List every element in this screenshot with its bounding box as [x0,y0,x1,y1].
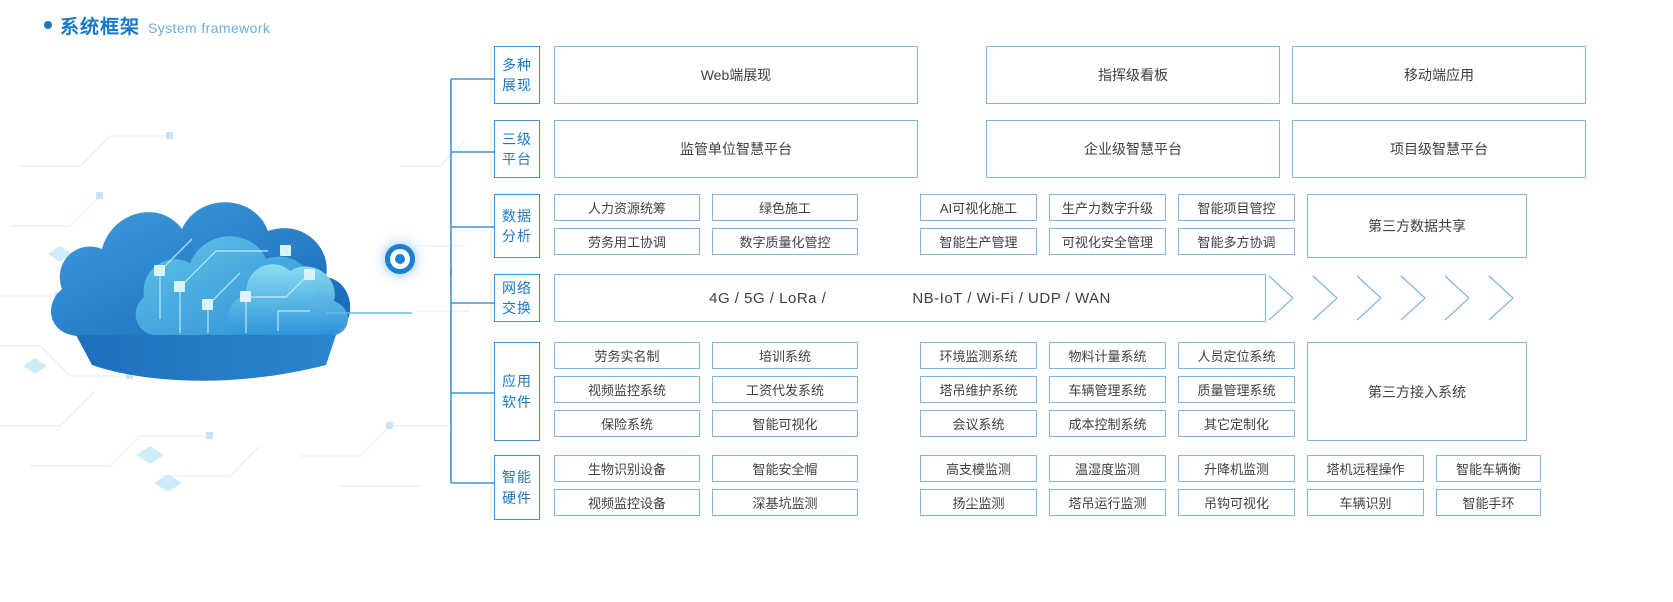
row-label-line1: 三级 [502,130,532,147]
cell-smart-helmet[interactable]: 智能安全帽 [712,455,858,482]
cell-personnel-positioning[interactable]: 人员定位系统 [1178,342,1295,369]
network-node-icon [385,244,415,274]
cell-meeting-system[interactable]: 会议系统 [920,410,1037,437]
cell-environment-monitoring[interactable]: 环境监测系统 [920,342,1037,369]
row-body-presentation: Web端展现 指挥级看板 移动端应用 [554,46,1586,104]
box-third-party-data-sharing[interactable]: 第三方数据共享 [1307,194,1527,258]
row-label-line1: 网络 [502,279,532,296]
cell-insurance-system[interactable]: 保险系统 [554,410,700,437]
cell-hoist-monitoring[interactable]: 升降机监测 [1178,455,1295,482]
row-label-line2: 交换 [502,300,532,316]
cell-smart-weighbridge[interactable]: 智能车辆衡 [1436,455,1541,482]
cell-tower-remote-operation[interactable]: 塔机远程操作 [1307,455,1424,482]
page-header: 系统框架 System framework [44,12,270,39]
cell-vehicle-management[interactable]: 车辆管理系统 [1049,376,1166,403]
cell-training-system[interactable]: 培训系统 [712,342,858,369]
group-app-left: 劳务实名制 培训系统 视频监控系统 工资代发系统 保险系统 智能可视化 [554,342,858,441]
box-third-party-access-system[interactable]: 第三方接入系统 [1307,342,1527,441]
network-text-left: 4G / 5G / LoRa / [709,289,827,307]
cell-other-customization[interactable]: 其它定制化 [1178,410,1295,437]
cell-deep-foundation-pit-monitoring[interactable]: 深基坑监测 [712,489,858,516]
cell-visual-safety-mgmt[interactable]: 可视化安全管理 [1049,228,1166,255]
cell-cost-control-system[interactable]: 成本控制系统 [1049,410,1166,437]
chevron-arrows [1267,275,1533,321]
cell-labor-real-name[interactable]: 劳务实名制 [554,342,700,369]
row-label-line2: 平台 [502,151,532,167]
cell-smart-production-mgmt[interactable]: 智能生产管理 [920,228,1037,255]
system-framework-diagram: 多种 展现 Web端展现 指挥级看板 移动端应用 三级 平台 监管单位智慧平台 … [494,46,1586,520]
group-data-left: 人力资源统筹 绿色施工 劳务用工协调 数字质量化管控 [554,194,858,258]
group-app-right: 环境监测系统 物料计量系统 人员定位系统 塔吊维护系统 车辆管理系统 质量管理系… [920,342,1295,441]
row-label-presentation: 多种 展现 [494,46,540,104]
row-label-application-software: 应用 软件 [494,342,540,441]
row-data-analysis: 数据 分析 人力资源统筹 绿色施工 劳务用工协调 数字质量化管控 AI可视化施工… [494,194,1554,258]
box-enterprise-platform[interactable]: 企业级智慧平台 [986,120,1280,178]
row-label-smart-hardware: 智能 硬件 [494,455,540,520]
row-body-application-software: 劳务实名制 培训系统 视频监控系统 工资代发系统 保险系统 智能可视化 环境监测… [554,342,1554,441]
cell-quality-management[interactable]: 质量管理系统 [1178,376,1295,403]
circuit-lines-icon [0,132,470,492]
row-label-line1: 智能 [502,469,532,486]
row-label-network: 网络 交换 [494,274,540,322]
group-hw-right: 高支模监测 温湿度监测 升降机监测 扬尘监测 塔吊运行监测 吊钩可视化 [920,455,1295,520]
cell-smart-project-control[interactable]: 智能项目管控 [1178,194,1295,221]
cell-digital-quality-control[interactable]: 数字质量化管控 [712,228,858,255]
row-application-software: 应用 软件 劳务实名制 培训系统 视频监控系统 工资代发系统 保险系统 智能可视… [494,342,1554,441]
cell-labor-coordination[interactable]: 劳务用工协调 [554,228,700,255]
cell-video-surveillance-system[interactable]: 视频监控系统 [554,376,700,403]
cloud-illustration [0,46,470,516]
cell-payroll-system[interactable]: 工资代发系统 [712,376,858,403]
row-label-line1: 应用 [502,373,532,390]
cell-productivity-upgrade[interactable]: 生产力数字升级 [1049,194,1166,221]
group-data-right: AI可视化施工 生产力数字升级 智能项目管控 智能生产管理 可视化安全管理 智能… [920,194,1295,258]
box-web-display[interactable]: Web端展现 [554,46,918,104]
row-smart-hardware: 智能 硬件 生物识别设备 智能安全帽 视频监控设备 深基坑监测 高支模监测 温湿… [494,455,1554,520]
group-hw-left: 生物识别设备 智能安全帽 视频监控设备 深基坑监测 [554,455,858,520]
cell-vehicle-recognition[interactable]: 车辆识别 [1307,489,1424,516]
cell-green-construction[interactable]: 绿色施工 [712,194,858,221]
page-title-en: System framework [148,20,271,36]
row-label-line2: 硬件 [502,489,532,506]
cell-dust-monitoring[interactable]: 扬尘监测 [920,489,1037,516]
connector-tree [450,78,495,484]
page-title-cn: 系统框架 [60,17,141,38]
cell-biometric-device[interactable]: 生物识别设备 [554,455,700,482]
cell-temp-humidity-monitoring[interactable]: 温湿度监测 [1049,455,1166,482]
row-label-platform: 三级 平台 [494,120,540,178]
row-network: 网络 交换 4G / 5G / LoRa / NB-IoT / Wi-Fi / … [494,274,1554,322]
row-body-platform: 监管单位智慧平台 企业级智慧平台 项目级智慧平台 [554,120,1586,178]
cell-material-metering[interactable]: 物料计量系统 [1049,342,1166,369]
cell-smart-multiparty-coord[interactable]: 智能多方协调 [1178,228,1295,255]
box-supervisor-platform[interactable]: 监管单位智慧平台 [554,120,918,178]
box-project-platform[interactable]: 项目级智慧平台 [1292,120,1586,178]
row-label-line2: 软件 [502,393,532,410]
group-hw-far: 塔机远程操作 智能车辆衡 车辆识别 智能手环 [1307,455,1541,520]
cell-tower-crane-maintenance[interactable]: 塔吊维护系统 [920,376,1037,403]
cloud-shape-icon [50,202,412,381]
cell-hr-planning[interactable]: 人力资源统筹 [554,194,700,221]
network-text-right: NB-IoT / Wi-Fi / UDP / WAN [912,289,1111,307]
row-body-data-analysis: 人力资源统筹 绿色施工 劳务用工协调 数字质量化管控 AI可视化施工 生产力数字… [554,194,1554,258]
cell-smart-visualization[interactable]: 智能可视化 [712,410,858,437]
cell-video-surveillance-device[interactable]: 视频监控设备 [554,489,700,516]
row-presentation: 多种 展现 Web端展现 指挥级看板 移动端应用 [494,46,1586,104]
row-label-data-analysis: 数据 分析 [494,194,540,258]
cell-hook-visualization[interactable]: 吊钩可视化 [1178,489,1295,516]
cell-tower-crane-operation-monitoring[interactable]: 塔吊运行监测 [1049,489,1166,516]
row-label-line1: 数据 [502,207,532,224]
box-command-dashboard[interactable]: 指挥级看板 [986,46,1280,104]
box-mobile-app[interactable]: 移动端应用 [1292,46,1586,104]
row-body-network: 4G / 5G / LoRa / NB-IoT / Wi-Fi / UDP / … [554,274,1554,322]
row-label-line2: 展现 [502,77,532,93]
cell-smart-wristband[interactable]: 智能手环 [1436,489,1541,516]
row-platform: 三级 平台 监管单位智慧平台 企业级智慧平台 项目级智慧平台 [494,120,1586,178]
row-label-line1: 多种 [502,56,532,73]
cell-ai-visual-construction[interactable]: AI可视化施工 [920,194,1037,221]
cell-high-formwork-monitoring[interactable]: 高支模监测 [920,455,1037,482]
bullet-dot-icon [44,21,52,29]
row-label-line2: 分析 [502,228,532,244]
row-body-smart-hardware: 生物识别设备 智能安全帽 视频监控设备 深基坑监测 高支模监测 温湿度监测 升降… [554,455,1554,520]
box-network-protocols[interactable]: 4G / 5G / LoRa / NB-IoT / Wi-Fi / UDP / … [554,274,1514,322]
